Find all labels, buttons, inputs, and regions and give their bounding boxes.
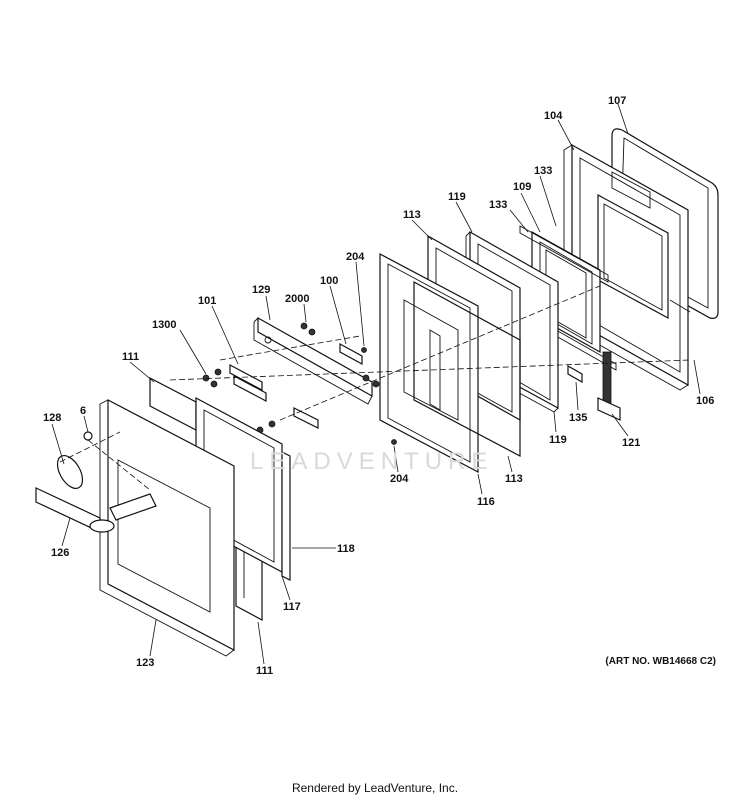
callout-133: 133 [534, 165, 552, 177]
callout-128: 128 [43, 412, 61, 424]
part-118-glass-strip [281, 451, 291, 581]
callout-labels: 107 104 133 109 133 119 113 204 129 2000… [43, 95, 714, 677]
callout-109: 109 [513, 181, 531, 193]
callout-104: 104 [544, 110, 563, 122]
part-6-end-cap [83, 431, 93, 441]
art-number: (ART NO. WB14668 C2) [605, 656, 716, 667]
part-113-glass-panel-front [413, 280, 521, 457]
part-100-hinge [293, 342, 363, 429]
part-1300-screws [202, 368, 222, 388]
callout-119: 119 [549, 434, 567, 446]
callout-116: 116 [477, 496, 495, 508]
part-104-inner-liner [563, 143, 691, 391]
watermark: LEADVENTURE [250, 448, 494, 475]
callout-204: 204 [346, 251, 365, 263]
callout-100: 100 [320, 275, 338, 287]
callout-101: 101 [198, 295, 216, 307]
callout-107: 107 [608, 95, 626, 107]
assembly-lines [59, 285, 691, 491]
part-128-handle-end [56, 455, 84, 489]
callout-1300: 1300 [152, 319, 176, 331]
callout-2000: 2000 [285, 293, 309, 305]
callout-113: 113 [403, 209, 421, 221]
part-129-trim-bar [253, 316, 373, 405]
leader-lines [51, 103, 701, 665]
callout-118: 118 [337, 543, 355, 555]
callout-133: 133 [489, 199, 507, 211]
callout-123: 123 [136, 657, 154, 669]
part-121-latch [597, 351, 621, 421]
part-126-handle [35, 487, 157, 533]
callout-126: 126 [51, 547, 69, 559]
footer-credit: Rendered by LeadVenture, Inc. [291, 781, 459, 795]
callout-113: 113 [505, 473, 523, 485]
part-135-clip [567, 364, 583, 384]
callout-119: 119 [448, 191, 466, 203]
callout-204: 204 [390, 473, 409, 485]
part-101-hinge [229, 364, 267, 402]
callout-129: 129 [252, 284, 270, 296]
callout-117: 117 [283, 601, 301, 613]
callout-111: 111 [256, 665, 273, 677]
part-116-inner-panel [379, 253, 479, 473]
part-2000-screws [256, 322, 380, 434]
callout-111: 111 [122, 351, 139, 363]
callout-6: 6 [80, 405, 86, 417]
callout-106: 106 [696, 395, 714, 407]
callout-135: 135 [569, 412, 587, 424]
part-204-screws [361, 347, 397, 445]
callout-121: 121 [622, 437, 640, 449]
